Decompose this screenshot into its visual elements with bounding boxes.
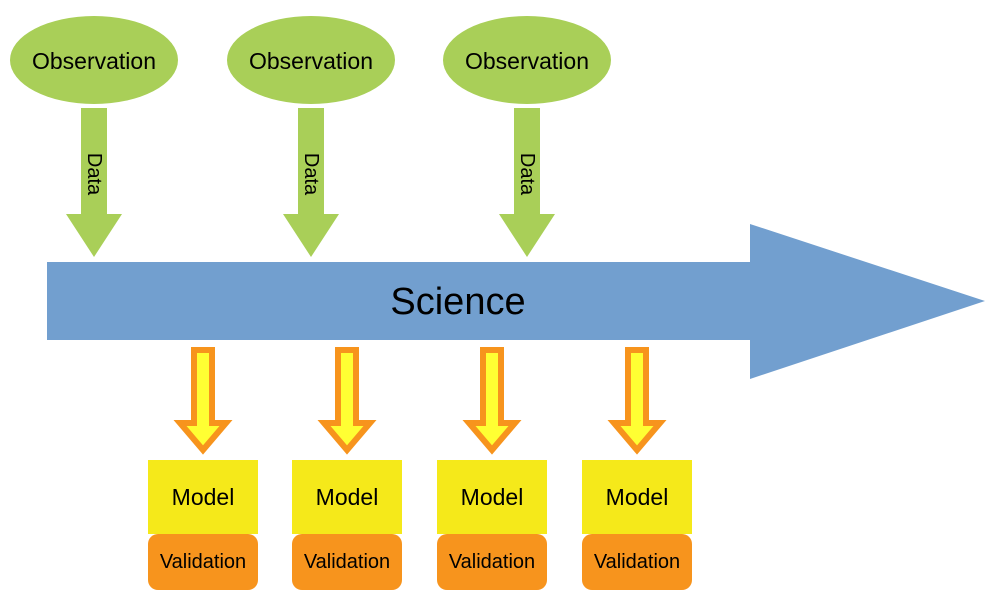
data-arrow [283,108,339,257]
data-arrow-label: Data [83,153,105,196]
model-label: Model [606,484,669,510]
validation-label: Validation [304,551,390,573]
model-group-1: Model Validation [148,347,258,590]
observation-group-1: Observation Data [10,16,178,257]
output-arrow [462,347,522,455]
model-group-4: Model Validation [582,347,692,590]
observation-label: Observation [465,48,589,74]
model-label: Model [461,484,524,510]
output-arrow [173,347,233,455]
data-arrow [499,108,555,257]
science-label: Science [390,281,525,323]
model-box [582,460,692,534]
observation-label: Observation [249,48,373,74]
observation-label: Observation [32,48,156,74]
observation-group-3: Observation Data [443,16,611,257]
data-arrow [66,108,122,257]
data-arrow-label: Data [516,153,538,196]
model-group-3: Model Validation [437,347,547,590]
observation-node [10,16,178,104]
validation-box [292,534,402,590]
output-arrow [607,347,667,455]
validation-box [582,534,692,590]
output-arrow [317,347,377,455]
observation-node [443,16,611,104]
validation-box [437,534,547,590]
validation-box [148,534,258,590]
model-group-2: Model Validation [292,347,402,590]
observation-group-2: Observation Data [227,16,395,257]
model-label: Model [172,484,235,510]
science-arrow-shape [47,224,985,379]
science-arrow: Science [47,224,985,379]
observation-node [227,16,395,104]
model-box [292,460,402,534]
validation-label: Validation [594,551,680,573]
model-box [148,460,258,534]
data-arrow-label: Data [300,153,322,196]
validation-label: Validation [160,551,246,573]
validation-label: Validation [449,551,535,573]
model-box [437,460,547,534]
model-label: Model [316,484,379,510]
